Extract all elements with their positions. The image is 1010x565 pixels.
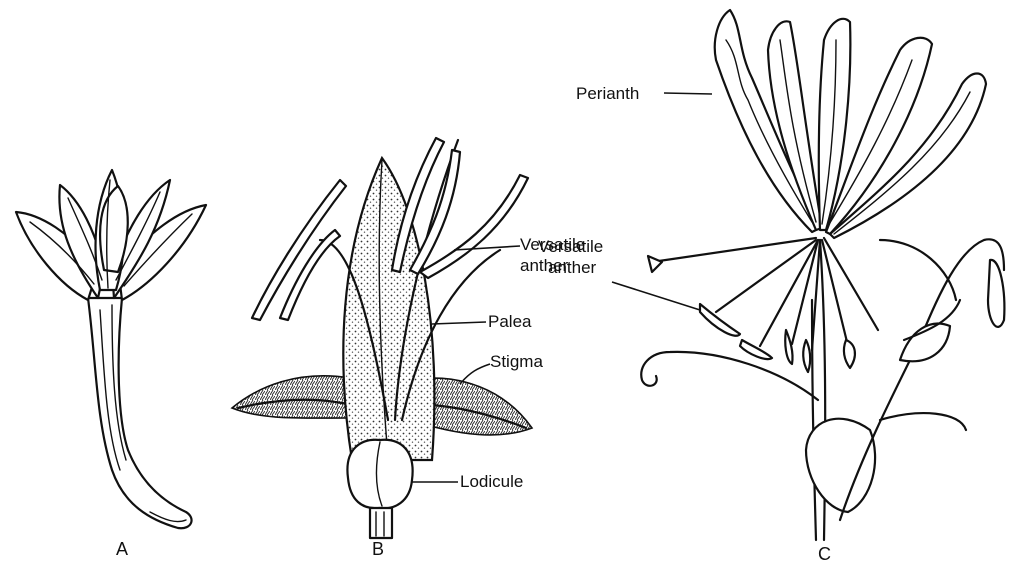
panel-c-label: C (818, 544, 831, 564)
panel-b-label: B (372, 539, 384, 559)
flower-a-illustration (16, 170, 206, 528)
perianth-leader (664, 93, 712, 94)
flower-c-illustration (641, 10, 1004, 540)
versatile-anther-leader-c (612, 282, 700, 310)
versatile-label-c-line1: Versatile (538, 237, 603, 256)
stigma-label: Stigma (490, 352, 543, 371)
versatile-label-c-line2: anther (548, 258, 597, 277)
stigma-leader (460, 364, 490, 384)
perianth-label: Perianth (576, 84, 639, 103)
panel-a-label: A (116, 539, 128, 559)
palea-leader (432, 322, 486, 324)
palea-label: Palea (488, 312, 532, 331)
lodicule-label: Lodicule (460, 472, 523, 491)
